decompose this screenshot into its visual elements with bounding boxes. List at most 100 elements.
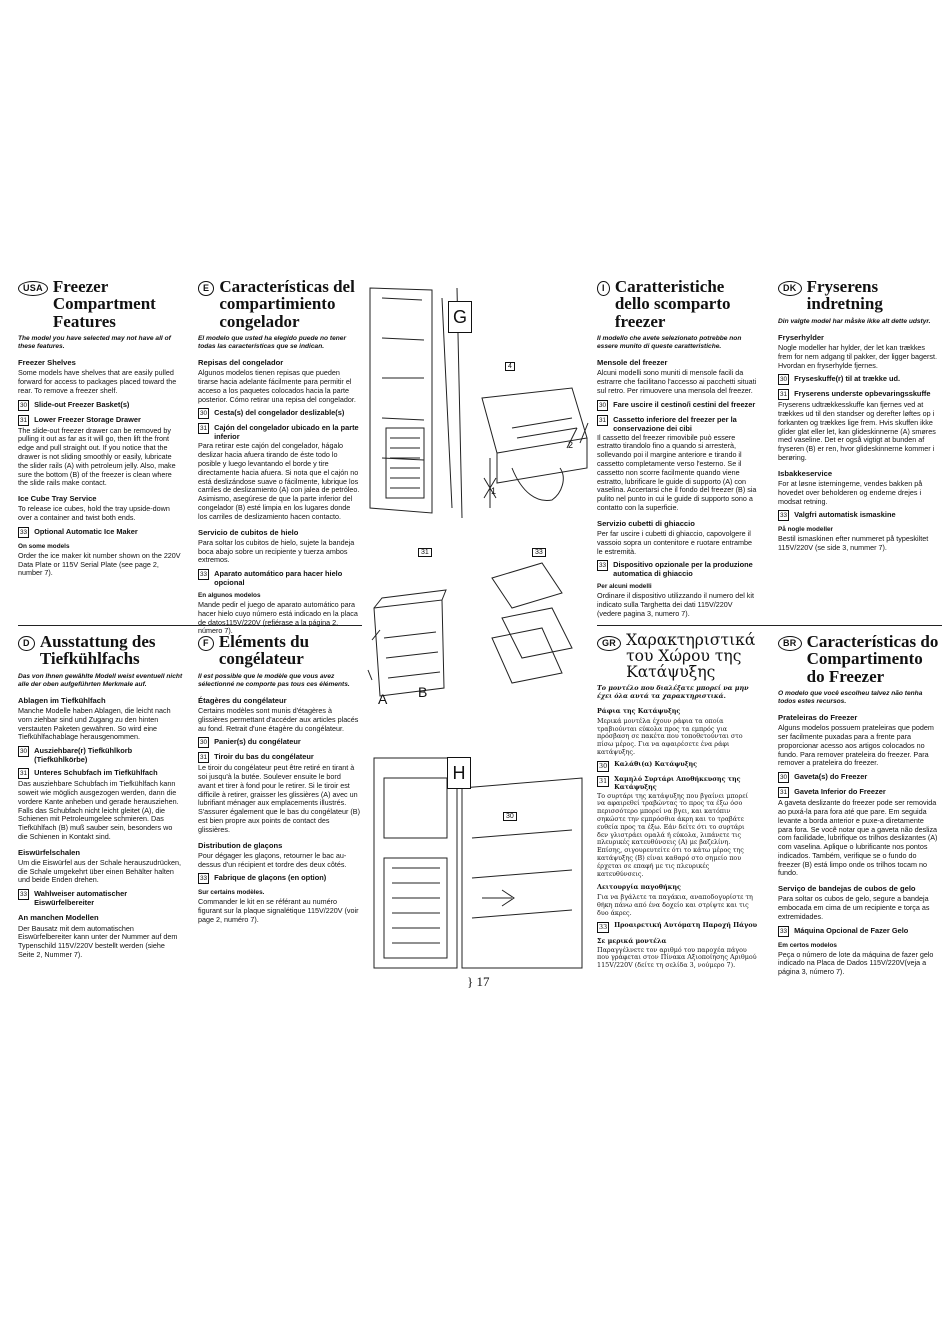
drawer-text: Para retirar este cajón del congelador, … [198,441,360,521]
shelves-text: Alguns modelos possuem prateleiras que p… [778,723,934,768]
num-33: 33 [198,873,210,885]
num-30: 30 [198,737,210,749]
num-31: 31 [198,752,210,764]
drawer-text: The slide-out freezer drawer can be remo… [18,425,176,488]
section-es: E Características del compartimiento cong… [198,278,360,639]
some-text: Peça o número de lote da máquina de faze… [778,949,934,977]
label-a: A [378,691,388,707]
num-33: 33 [597,560,609,572]
drawer-text: Il cassetto del freezer rimovibile può e… [597,432,757,512]
label-2: 2 [568,440,574,450]
some-text: Order the ice maker kit number shown on … [18,550,181,578]
shelves-text: Manche Modelle haben Ablagen, die leicht… [18,705,171,742]
some-models: På nogle modeller [778,526,834,534]
some-text: Commander le kit en se référant au numér… [198,897,359,924]
num-30: 30 [778,772,790,784]
section-br: BR Características do Compartimento do Fr… [778,633,940,980]
num-31: 31 [778,389,790,401]
shelves-heading: Mensole del freezer [597,358,668,368]
callout-4: 4 [505,362,515,371]
some-models: An manchen Modellen [18,913,99,923]
lang-badge-es: E [198,281,215,296]
page-number: } 17 [467,974,490,989]
num-33: 33 [778,925,790,937]
some-text: Bestil ismaskinen efter nummeret på type… [778,534,929,552]
drawer-text: Le tiroir du congélateur peut être retir… [198,763,360,834]
num-31: 31 [597,775,610,787]
section-dk: DK Fryserens indretning Din valgte model … [778,278,940,556]
lang-badge-gr: GR [597,636,622,651]
section-title: Eléments du congélateur [218,632,310,669]
some-text: Ordinare il dispositivo utilizzando il n… [597,591,754,618]
ice-text: Per far uscire i cubetti di ghiaccio, ca… [597,528,753,556]
divider-right [597,625,942,626]
shelves-heading: Prateleiras do Freezer [778,713,858,723]
lang-badge-br: BR [778,636,802,651]
num-33: 33 [198,569,210,581]
callout-31: 31 [418,548,432,557]
section-title: Características do Compartimento do Free… [806,632,939,686]
section-title: Características del compartimiento conge… [219,277,355,331]
shelves-heading: Ράφια της Κατάψυξης [597,707,681,716]
lang-badge-dk: DK [778,281,802,296]
num-33: 33 [18,889,30,901]
intro-text: Il modello che avete selezionato potrebb… [597,334,742,351]
ice-text: Para soltar los cubitos de hielo, sujete… [198,537,355,565]
section-title: Fryserens indretning [806,277,883,314]
shelves-heading: Repisas del congelador [198,358,284,368]
ice-heading: Eiswürfelschalen [18,847,81,857]
num-30: 30 [198,408,210,420]
some-models: En algunos modelos [198,592,261,600]
some-models: Em certos modelos [778,941,837,949]
callout-33: 33 [532,548,546,557]
shelves-text: Alcuni modelli sono muniti di mensole fa… [597,368,757,395]
ice-heading: Servicio de cubitos de hielo [198,527,299,537]
intro-text: Das von Ihnen gewählte Modell weist even… [18,672,183,688]
intro-text: Το μοντέλο που διαλέξατε μπορεί να μην έ… [597,684,749,701]
lang-badge-usa: USA [18,281,48,296]
num-30: 30 [597,760,610,772]
num-31: 31 [778,787,790,799]
num-33: 33 [778,510,790,522]
intro-text: Din valgte model har måske ikke alt dett… [778,317,931,325]
some-models: Per alcuni modelli [597,583,652,591]
section-title: Caratteristiche dello scomparto freezer [614,277,731,331]
num-33: 33 [18,526,30,538]
some-text: Der Bausatz mit dem automatischen Eiswür… [18,923,178,959]
ice-text: Para soltar os cubos de gelo, segure a b… [778,894,930,922]
drawer-text: Το συρτάρι της κατάψυξης που βγαίνει μπο… [597,791,749,878]
some-text: Παραγγέλνετε τον αριθμό του παροχέα πάγο… [597,945,757,970]
shelves-text: Nogle modeller har hylder, der let kan t… [778,342,938,370]
num-30: 30 [597,399,609,411]
section-title: Ausstattung des Tiefkühlfachs [39,632,156,669]
callout-30: 30 [503,812,517,821]
lang-badge-fr: F [198,636,214,651]
intro-text: El modelo que usted ha elegido puede no … [198,334,347,351]
ice-heading: Ice Cube Tray Service [18,494,97,504]
label-1: 1 [491,486,497,496]
shelves-heading: Freezer Shelves [18,358,76,368]
num-30: 30 [18,399,30,411]
drawer-text: A gaveta deslizante do freezer pode ser … [778,798,938,878]
